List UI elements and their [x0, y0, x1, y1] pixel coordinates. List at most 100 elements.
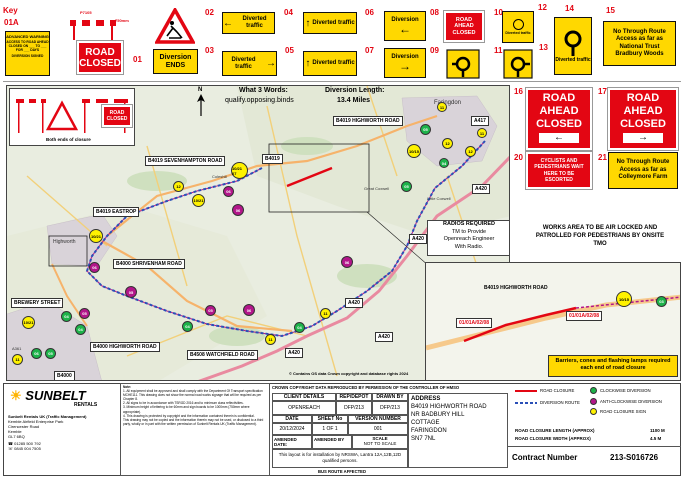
- sign-16-line2: AHEAD: [539, 105, 579, 117]
- sign-marker: 11: [265, 334, 276, 345]
- sign-10-line1: ROAD: [455, 16, 473, 23]
- crown-copyright: CROWN COPYRIGHT DATA REPRODUCED BY PERMI…: [272, 385, 460, 390]
- sign-03-line1: Diversion: [159, 53, 192, 61]
- label-a420-3: A420: [345, 298, 363, 308]
- sign-20-cyclists-pedestrians: CYCLISTS AND PEDESTRIANS WAIT HERE TO BE…: [525, 151, 593, 190]
- sign-10-number: 10: [494, 8, 503, 17]
- sign-01a-title: ADVANCED WARNING: [6, 34, 49, 39]
- sign-17-number: 17: [598, 87, 607, 96]
- drawn-value-cell: DFP/213: [372, 401, 408, 415]
- title-block: [3, 383, 681, 476]
- address-line4: FARINGDON: [411, 428, 447, 434]
- sign-14-number: 14: [565, 4, 574, 13]
- address: ADDRESS B4019 HIGHWORTH ROAD NR BADBURY …: [411, 395, 487, 443]
- sign-marker: 12: [442, 138, 453, 149]
- sign-marker: 10/21: [89, 229, 103, 243]
- sign-10-line2: AHEAD: [454, 23, 474, 30]
- inset-caption: Both ends of closure: [46, 137, 91, 142]
- date-label-cell: DATE: [272, 415, 312, 423]
- sheet-value-cell: 1 OF 1: [312, 423, 348, 435]
- sign-21-no-through-route: No Through Route Access as far as Colley…: [608, 152, 678, 189]
- contract-label: Contract Number: [512, 453, 578, 462]
- note-5: This drawing may not be copied and the i…: [123, 417, 264, 426]
- label-b4000-shrivenham: B4000 SHRIVENHAM ROAD: [113, 259, 185, 269]
- sign-marker: 10/15: [616, 291, 632, 307]
- note-2: 2. All signs to be in accordance with TS…: [123, 401, 244, 406]
- legend-sign: ROAD CLOSURE SIGN: [600, 409, 647, 414]
- sign-05-number: 05: [285, 46, 294, 55]
- sign-marker: 10/15: [407, 144, 421, 158]
- diversion-length-value: 13.4 Miles: [337, 97, 371, 104]
- sign-20-text: CYCLISTS AND PEDESTRIANS WAIT HERE TO BE…: [534, 157, 584, 184]
- logo-sub: RENTALS: [74, 402, 98, 408]
- sign-05-text: Diverted traffic: [231, 56, 256, 70]
- sign-07-number: 07: [365, 46, 374, 55]
- version-label-cell: VERSION NUMBER: [348, 415, 408, 423]
- sign-marker: 05: [79, 308, 90, 319]
- sign-marker: 10/21 07: [231, 162, 248, 179]
- logo-text: SUNBELT: [25, 388, 86, 403]
- place-great-coxwell: Great Coxwell: [364, 186, 390, 191]
- closure-width-value: 4.5 M: [650, 436, 662, 441]
- layout-note-cell: This layout is for installation by NRSWA…: [272, 449, 408, 468]
- sign-marker: 11: [12, 354, 23, 365]
- sign-13-number: 13: [539, 43, 548, 52]
- north-label: N: [198, 87, 203, 93]
- sign-marker: 04: [61, 311, 72, 322]
- radios-required-note: RADIOS REQUIRED TM to Provide Openreach …: [427, 220, 509, 256]
- sign-01-barrier-icon: [70, 20, 116, 40]
- label-a420-4: A420: [285, 348, 303, 358]
- sign-marker: 05: [205, 305, 216, 316]
- sign-04-diverted-traffic-left: ← Diverted traffic: [222, 12, 275, 34]
- sign-08-number: 08: [430, 8, 439, 17]
- place-little-coxwell: Little Coxwell: [427, 196, 451, 201]
- sign-01-road-closed: ROAD CLOSED: [76, 40, 124, 75]
- date-value-cell: 20/12/2024: [272, 423, 312, 435]
- barriers-note: Barriers, cones and flashing lamps requi…: [548, 355, 678, 377]
- roundabout-icon: [512, 19, 524, 30]
- sign-06-text: Diverted traffic: [312, 19, 355, 26]
- sign-marker: 06: [89, 262, 100, 273]
- rep-label-cell: REP/DEPOT: [336, 393, 372, 401]
- sign-03-number: 03: [205, 46, 214, 55]
- closure-length-value: 1100 M: [650, 428, 665, 433]
- sign-marker: 11: [437, 102, 447, 112]
- contract-value: 213-S016726: [610, 453, 659, 462]
- sign-marker: 04: [294, 322, 305, 333]
- sign-marker: 11: [477, 128, 487, 138]
- address-line2: NR BADBURY HILL: [411, 412, 465, 418]
- sign-15-no-through-route: No Through Route Access as far as Nation…: [603, 21, 676, 66]
- company-fax: ☏ 0845 004 7505: [8, 446, 41, 451]
- detail-map: B4019 HIGHWORTH ROAD 01/01A/02/08 01/01A…: [425, 262, 681, 381]
- label-a420-5: A420: [375, 332, 393, 342]
- notes-title: Note:: [123, 385, 132, 389]
- legend-anti: ANTI-CLOCKWISE DIVERSION: [600, 399, 662, 404]
- sign-03-line2: ENDS: [165, 61, 186, 69]
- legend-clockwise-icon: [590, 387, 597, 394]
- sign-08-diversion-left: Diversion ←: [384, 11, 426, 41]
- sign-10-road-ahead-closed: ROAD AHEAD CLOSED: [443, 10, 485, 43]
- client-label-cell: CLIENT DETAILS: [272, 393, 336, 401]
- company-addr1: Kemble Airfield Enterprise Park: [8, 419, 64, 424]
- sign-01-number: 01: [133, 55, 142, 64]
- radios-line3: Openreach Engineer: [443, 236, 495, 242]
- sign-marker: 06: [243, 304, 255, 316]
- notes-cell: [120, 383, 270, 476]
- diversion-length-title: Diversion Length:: [325, 87, 385, 94]
- sign-01a-advanced-warning: ADVANCED WARNING ACCESS TO ROAD AHEAD CL…: [5, 31, 50, 76]
- sign-marker: 10/21: [22, 316, 35, 329]
- sign-12-number: 12: [538, 3, 547, 12]
- sign-17-line1: ROAD: [626, 92, 660, 104]
- address-cell: [408, 393, 508, 468]
- sign-marker: 12: [173, 181, 184, 192]
- detail-sign-label-b: 01/01A/02/08: [566, 311, 603, 321]
- sign-marker: 06: [223, 186, 234, 197]
- place-highworth: Highworth: [53, 239, 76, 245]
- legend-diversion: DIVERSION ROUTE: [540, 400, 580, 405]
- bus-route: BUS ROUTE AFFECTED: [318, 469, 367, 474]
- divider: [3, 81, 681, 82]
- sign-marker: 04: [75, 324, 86, 335]
- sign-09-text: Diversion: [391, 54, 419, 60]
- label-a420-1: A420: [472, 184, 490, 194]
- legend-clockwise: CLOCKWISE DIVERSION: [600, 388, 651, 393]
